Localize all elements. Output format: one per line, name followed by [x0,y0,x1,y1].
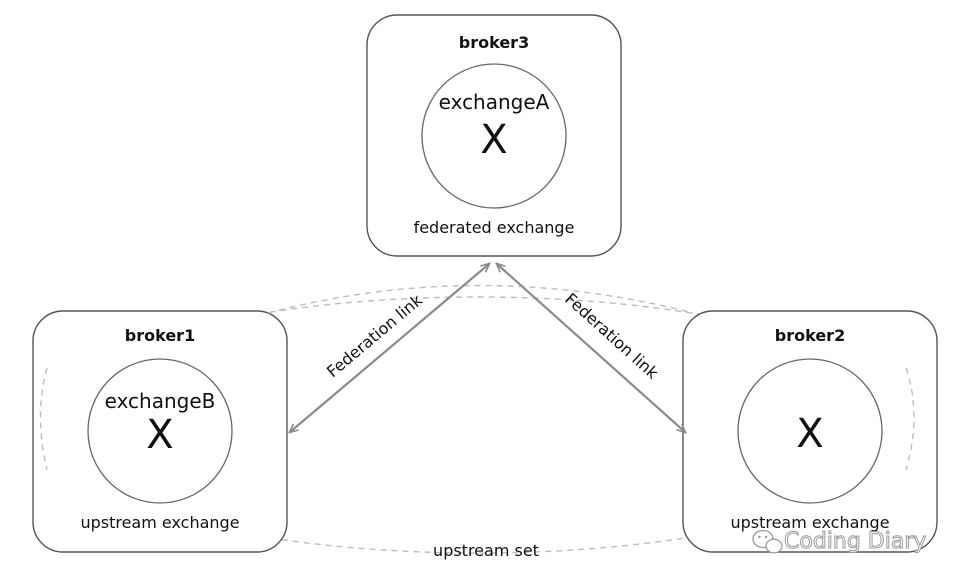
watermark-text: Coding Diary [784,529,926,554]
broker1-upstream-caption: upstream exchange [80,513,239,532]
wechat-icon [752,529,783,554]
federation-link-left [290,264,489,432]
federated-exchange-caption: federated exchange [414,218,575,237]
exchangeB-label: exchangeB [105,389,216,413]
broker2-label: broker2 [775,326,845,345]
exchangeA-circle [421,63,567,209]
watermark: Coding Diary [752,529,927,555]
exchangeA-symbol: X [480,117,507,163]
broker3-label: broker3 [459,33,529,52]
upstream-set-label: upstream set [433,541,539,560]
exchangeB-circle [87,358,233,504]
broker2-upstream-caption: upstream exchange [730,513,889,532]
broker2-exchange-symbol: X [796,411,823,457]
exchangeA-label: exchangeA [439,90,550,114]
broker1-label: broker1 [125,326,195,345]
exchangeB-symbol: X [146,412,173,458]
federation-link-right [497,264,685,432]
broker2-exchange-circle [737,358,883,504]
